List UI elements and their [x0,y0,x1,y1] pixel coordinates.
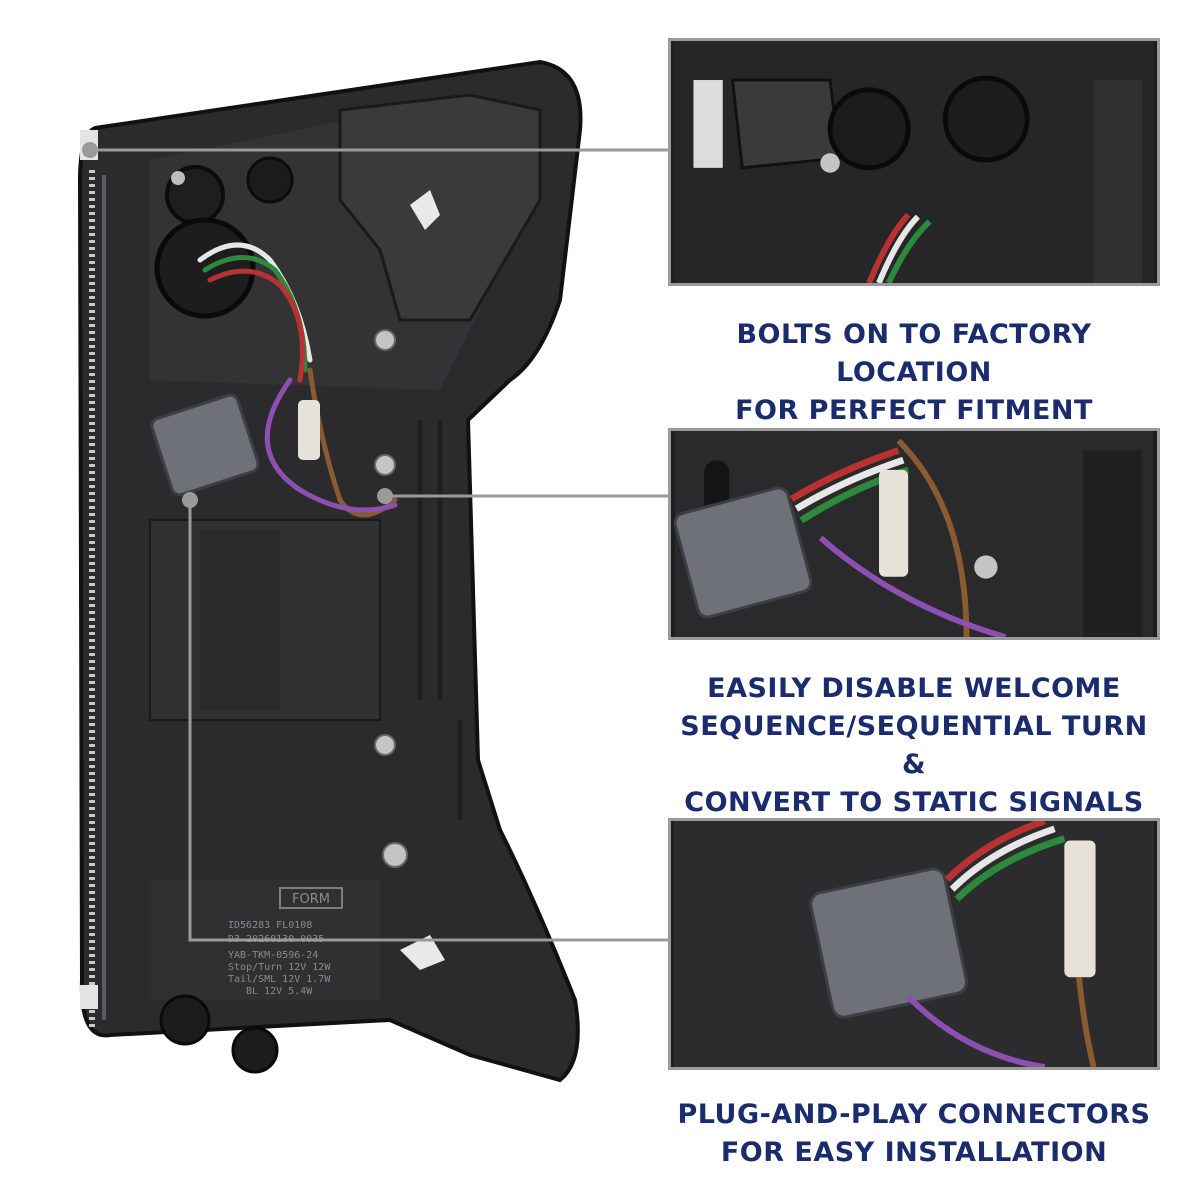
bolt-top-left [171,171,185,185]
inset-photo-connectors [668,818,1160,1070]
inset-factory-location-illustration [673,41,1155,283]
bulb-socket-bottom-left [159,994,211,1046]
bolt-lower [374,734,396,756]
label-line-4: Stop/Turn 12V 12W [228,962,331,973]
label-line-2: D3 20260130-0035 [228,934,324,945]
inset3-wire-purple [906,994,1046,1067]
inset-photo-disable-sequence [668,428,1160,640]
caption-connectors: PLUG-AND-PLAY CONNECTORS FOR EASY INSTAL… [668,1096,1160,1172]
inset1-bracket [730,78,842,170]
inset1-wire-red [866,212,911,283]
inset-photo-factory-location [668,38,1160,286]
caption-factory-location-line-2: FOR PERFECT FITMENT [735,395,1093,426]
form-logo: FORM [292,892,330,907]
label-plate: FORM ID56283 FL0108 D3 20260130-0035 YAB… [150,880,380,1000]
white-plug-main [298,400,320,460]
bulb-socket-top-middle [246,156,294,204]
caption-factory-location-line-1: BOLTS ON TO FACTORY LOCATION [736,319,1092,388]
white-tab-top [80,130,98,160]
white-clip-bottom [400,935,445,970]
inset3-wire-white [949,825,1056,892]
inset2-grey-connector [673,486,813,619]
label-line-6: BL 12V 5.4W [246,986,313,997]
caption-disable-sequence-line-1: EASILY DISABLE WELCOME [707,673,1121,704]
inset1-frame-edge [1093,80,1143,283]
inset3-wire-red [944,821,1046,882]
inset-connectors-illustration [673,821,1155,1067]
caption-disable-sequence-line-2: SEQUENCE/SEQUENTIAL TURN & [680,711,1148,780]
bolt-upper [374,329,396,351]
inset2-white-plug [879,469,909,577]
inset2-bolt [974,555,998,579]
inset3-wire-green [954,835,1066,902]
grey-connector-main [150,393,260,497]
inset3-white-plug [1064,840,1096,978]
caption-connectors-line-2: FOR EASY INSTALLATION [720,1137,1108,1168]
inset2-wire-white [794,456,905,512]
inset3-grey-connector [809,867,968,1019]
inset-disable-sequence-illustration [673,431,1154,637]
inset1-socket [827,87,911,171]
inset1-white-tab [693,80,723,168]
bolt-middle [374,454,396,476]
inset1-bolt [820,153,840,173]
inset3-wire-brown [1076,976,1097,1067]
caption-factory-location: BOLTS ON TO FACTORY LOCATION FOR PERFECT… [668,316,1160,430]
inset2-wire-red [789,447,900,502]
bolt-bottom [382,842,408,868]
caption-connectors-line-1: PLUG-AND-PLAY CONNECTORS [677,1099,1151,1130]
caption-disable-sequence: EASILY DISABLE WELCOME SEQUENCE/SEQUENTI… [668,670,1160,822]
inset1-socket-2 [942,75,1030,163]
bulb-socket-bottom-right [231,1026,279,1074]
inset1-wire-green [885,219,932,283]
inset2-wire-brown [896,438,970,637]
label-line-5: Tail/SML 12V 1.7W [228,974,331,985]
inset2-ribs [1083,450,1142,637]
white-tab-bottom [80,985,98,1009]
label-line-1: ID56283 FL0108 [228,920,312,931]
label-line-3: YAB-TKM-0596-24 [228,950,318,961]
lower-inner-panel [200,530,280,710]
caption-disable-sequence-line-3: CONVERT TO STATIC SIGNALS [684,787,1144,818]
inset1-wires [876,214,921,283]
inset2-wire-purple [818,535,1007,637]
white-clip-top [410,190,440,230]
